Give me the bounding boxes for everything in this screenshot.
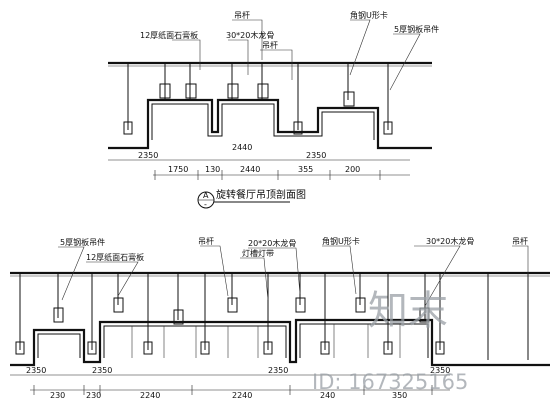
- upper-dim-ticks: [154, 170, 381, 180]
- section-title: 旋转餐厅吊顶剖面图: [216, 188, 306, 201]
- lower-dim-10: 350: [392, 391, 407, 400]
- lower-dim-5: 230: [50, 391, 65, 400]
- upper-ceiling-profile: [108, 98, 432, 150]
- lower-dim-7: 2240: [140, 391, 160, 400]
- lower-ceiling-inner: [37, 323, 429, 358]
- upper-dim-1: 2350: [138, 151, 158, 160]
- lower-label-light-trough: 灯槽灯带: [242, 248, 274, 258]
- upper-ceiling-inner: [151, 103, 375, 140]
- upper-label-bracket: 吊杆: [262, 40, 278, 50]
- upper-dim-6: 2440: [240, 165, 260, 174]
- lower-dim-9: 240: [320, 391, 335, 400]
- lower-label-pipe-2: 吊杆: [512, 236, 528, 246]
- watermark-logo: 知末: [368, 288, 448, 334]
- upper-dim-4: 1750: [168, 165, 188, 174]
- lower-bay-dividers: [131, 324, 401, 358]
- section-callout-sheet: -: [204, 200, 207, 209]
- upper-dim-5: 130: [205, 165, 220, 174]
- section-callout-id: A: [203, 191, 209, 200]
- upper-label-board: 12厚纸面石膏板: [140, 30, 198, 40]
- lower-dim-6: 230: [86, 391, 101, 400]
- upper-section: 12厚纸面石膏板 吊杆 30*20木龙骨 吊杆 角钢U形卡 5厚钢板吊件 235…: [108, 10, 439, 209]
- upper-hanger-fittings: [123, 83, 393, 135]
- lower-leader-lines: [58, 245, 529, 307]
- upper-label-section: 30*20木龙骨: [226, 30, 274, 40]
- lower-dim-1: 2350: [26, 366, 46, 375]
- upper-label-pipe: 吊杆: [234, 10, 250, 20]
- upper-dim-2: 2440: [232, 143, 252, 152]
- lower-label-section-20: 20*20木龙骨: [248, 238, 296, 248]
- lower-section: 5厚钢板吊件 12厚纸面石膏板 吊杆 20*20木龙骨 灯槽灯带 角钢U形卡 3…: [10, 236, 550, 400]
- upper-dim-3: 2350: [306, 151, 326, 160]
- upper-leader-lines: [172, 19, 421, 91]
- lower-label-chain: 5厚钢板吊件: [60, 237, 105, 247]
- watermark-id: ID: 167325165: [312, 370, 468, 394]
- lower-dim-8: 2240: [232, 391, 252, 400]
- lower-hanger-rods: [19, 273, 529, 360]
- lower-hanger-fittings: [15, 297, 445, 355]
- upper-label-chain: 5厚钢板吊件: [394, 24, 439, 34]
- lower-ceiling-profile: [10, 318, 550, 367]
- lower-dim-ticks: [33, 385, 433, 395]
- lower-label-beam: 角钢U形卡: [322, 236, 360, 246]
- lower-dim-4: 2350: [430, 366, 450, 375]
- watermark: 知末 ID: 167325165: [312, 288, 468, 394]
- upper-dim-8: 200: [345, 165, 360, 174]
- upper-label-beam: 角钢U形卡: [350, 10, 388, 20]
- lower-label-board: 12厚纸面石膏板: [86, 252, 144, 262]
- upper-dim-7: 355: [298, 165, 313, 174]
- lower-label-section-30: 30*20木龙骨: [426, 236, 474, 246]
- lower-dim-3: 2350: [268, 366, 288, 375]
- lower-dim-2: 2350: [92, 366, 112, 375]
- lower-label-pipe-1: 吊杆: [198, 236, 214, 246]
- upper-hanger-rods: [127, 63, 389, 130]
